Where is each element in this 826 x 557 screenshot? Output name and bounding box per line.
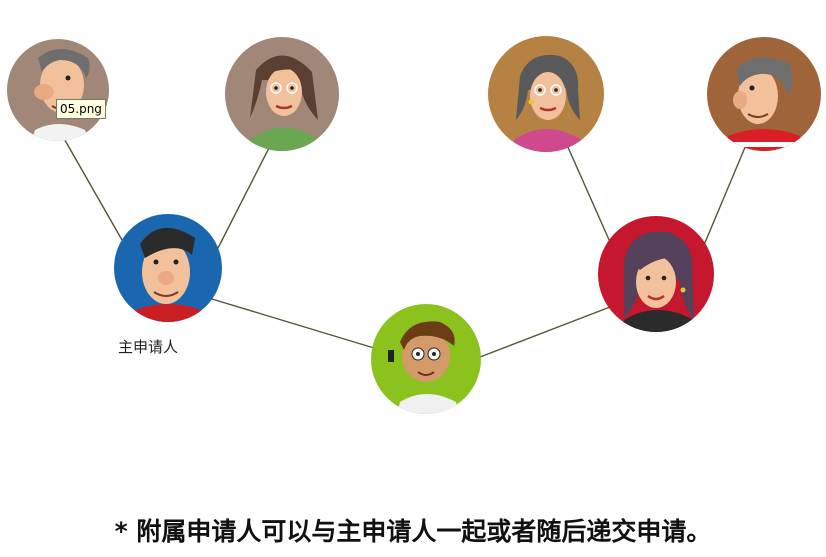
connector-grandpa-right-to-spouse	[703, 144, 747, 246]
image-filename-tooltip: 05.png	[56, 99, 106, 119]
old-man-avatar-icon[interactable]	[707, 37, 821, 156]
old-woman-avatar-icon[interactable]	[225, 37, 339, 155]
footnote-text: * 附属申请人可以与主申请人一起或者随后递交申请。	[114, 517, 712, 546]
old-woman-avatar-icon[interactable]	[488, 36, 604, 158]
connector-grandma-right-to-spouse	[566, 144, 611, 243]
connector-child-to-spouse	[479, 306, 611, 358]
main-applicant-label: 主申请人	[118, 338, 179, 356]
boy-avatar-icon[interactable]	[371, 304, 481, 420]
connector-main-to-child	[211, 298, 375, 349]
connector-grandpa-left-to-main	[61, 134, 123, 241]
connector-lines	[61, 134, 747, 358]
connector-grandma-left-to-main	[217, 145, 271, 249]
old-man-avatar-icon[interactable]	[7, 39, 109, 145]
woman-avatar-icon[interactable]	[598, 216, 714, 340]
man-avatar-icon[interactable]	[114, 214, 222, 330]
